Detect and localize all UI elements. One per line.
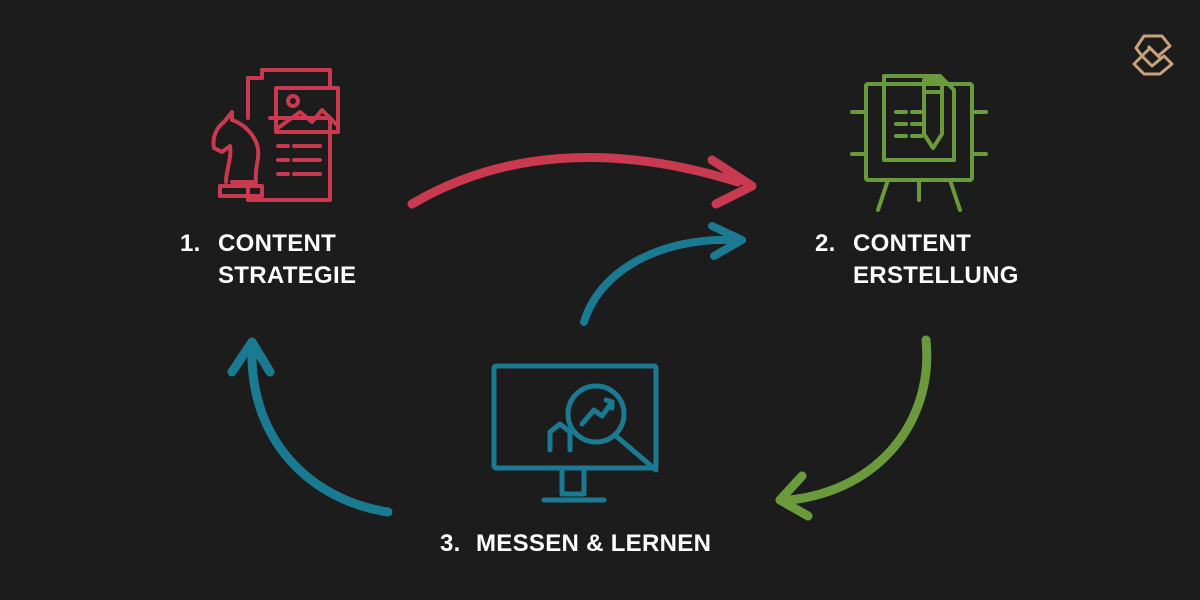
easel-document-pencil-icon <box>850 74 988 212</box>
step-1-line2: STRATEGIE <box>218 262 357 289</box>
monitor-magnifier-chart-icon <box>491 363 659 503</box>
step-1-number: 1. <box>180 230 201 257</box>
step-2-label: 2. CONTENT ERSTELLUNG <box>815 228 1019 292</box>
step-2-line2: ERSTELLUNG <box>853 262 1019 289</box>
step-2-line1: CONTENT <box>853 230 972 257</box>
arrow-measure-to-strategy <box>227 337 393 517</box>
step-2-number: 2. <box>815 230 836 257</box>
arrow-creation-to-measure <box>775 335 932 521</box>
arrow-measure-to-creation <box>580 222 746 326</box>
step-3-number: 3. <box>440 530 461 557</box>
brand-logo-icon <box>1132 34 1174 76</box>
strategy-chess-document-icon <box>211 68 340 202</box>
step-3-label: 3. MESSEN & LERNEN <box>440 528 711 560</box>
arrow-strategy-to-creation <box>407 152 757 209</box>
step-3-line1: MESSEN & LERNEN <box>476 530 712 557</box>
step-1-label: 1. CONTENT STRATEGIE <box>180 228 356 292</box>
step-1-line1: CONTENT <box>218 230 337 257</box>
